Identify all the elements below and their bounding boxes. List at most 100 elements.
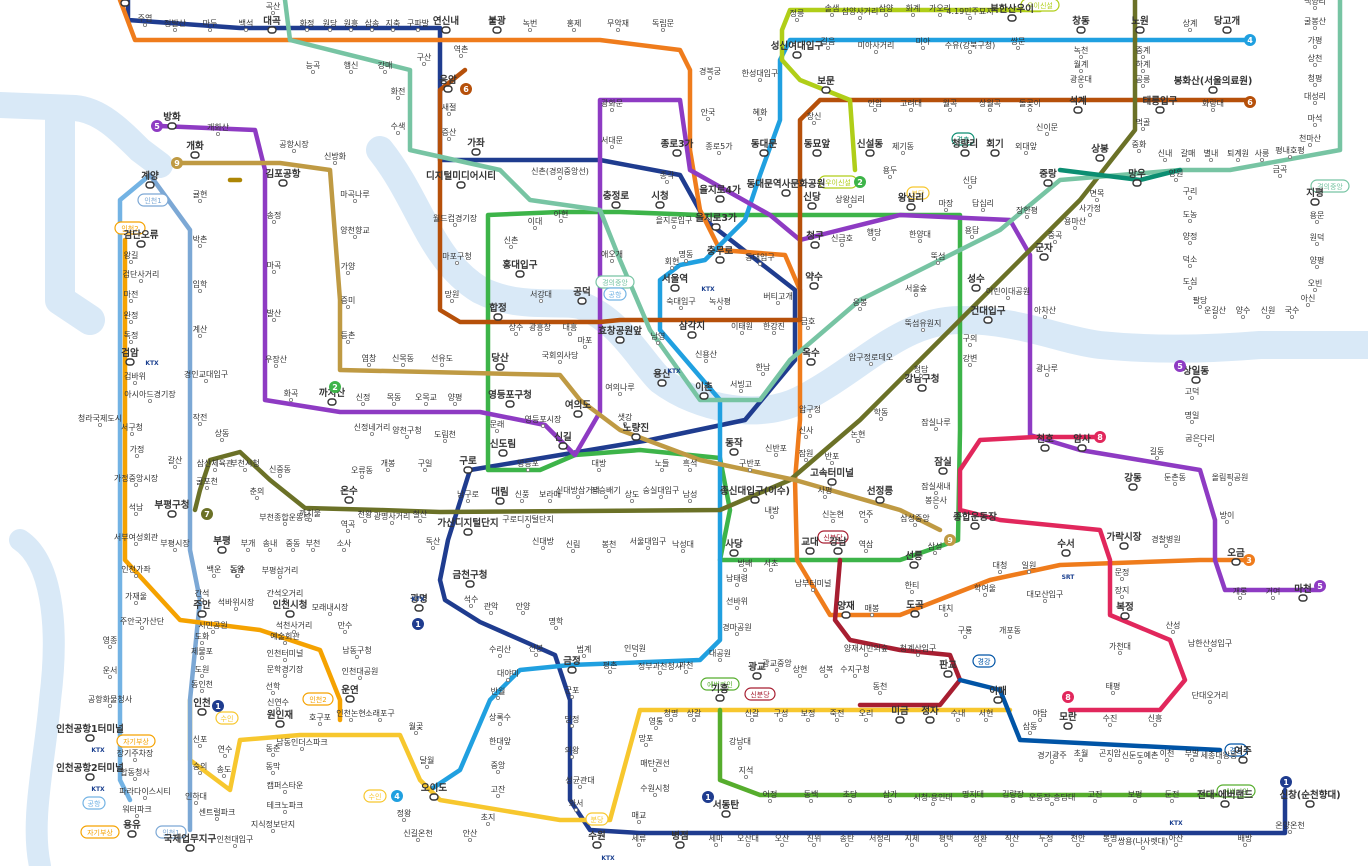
station[interactable]: 가평 (1308, 35, 1323, 50)
station[interactable]: 덕소 (1183, 254, 1198, 268)
station[interactable]: 광명사거리 (374, 511, 411, 526)
station[interactable]: 청명 (664, 708, 679, 723)
station[interactable]: 중동 (286, 539, 301, 553)
station[interactable]: 광운대 (1070, 74, 1092, 89)
station[interactable]: 별내 (1204, 148, 1219, 162)
station[interactable]: 인천가좌 (121, 564, 151, 579)
station[interactable]: 불광 (488, 15, 506, 34)
station[interactable]: 혜화 (753, 108, 768, 122)
station[interactable]: 마곡나루 (340, 190, 370, 203)
station[interactable]: 둔전 (1165, 789, 1180, 804)
station[interactable]: 영등포 (517, 458, 539, 472)
station[interactable]: 원당 (323, 18, 338, 32)
station[interactable]: 남구로 (457, 490, 479, 503)
station[interactable]: 평택 (939, 833, 954, 848)
station[interactable]: 화계 (906, 3, 921, 17)
station[interactable]: 부발 (1185, 748, 1200, 763)
station[interactable]: 구파발 (407, 18, 430, 32)
station[interactable]: 서부여성회관 (114, 532, 159, 547)
station[interactable]: 무악재 (607, 18, 629, 32)
station[interactable]: 신림 (566, 539, 581, 554)
station[interactable]: 대림 (491, 486, 509, 505)
station[interactable]: 곤지암 (1099, 748, 1122, 763)
station[interactable]: 강동 (1124, 472, 1142, 491)
station[interactable]: 신이문 (1036, 122, 1058, 136)
station[interactable]: 간석오거리 (267, 588, 304, 603)
station[interactable]: 당산 (491, 352, 509, 371)
station[interactable]: 경복궁 (699, 66, 721, 81)
station[interactable]: 중랑 (1039, 168, 1057, 187)
station[interactable]: 청라국제도시 (78, 414, 122, 427)
station[interactable]: 발산 (267, 308, 282, 322)
station[interactable]: 광교 (748, 661, 766, 680)
station[interactable]: 대방 (592, 458, 607, 472)
station[interactable]: 수원 (588, 830, 606, 849)
station[interactable]: 사가정 (1079, 203, 1101, 217)
station[interactable]: 지평 (1306, 187, 1324, 206)
station[interactable]: 개화산 (207, 122, 230, 136)
station[interactable]: 인천터미널 (267, 648, 304, 663)
station[interactable]: 홍대입구 (503, 259, 538, 278)
station[interactable]: 수진 (1103, 713, 1118, 728)
station[interactable]: 온양온천 (1275, 820, 1305, 835)
station[interactable]: 초지 (481, 813, 496, 827)
station[interactable]: 인천공항1터미널 (56, 723, 124, 742)
station[interactable]: 야탑 (1033, 708, 1048, 723)
station[interactable]: 양평 (448, 392, 463, 406)
station[interactable]: 도화 (195, 632, 210, 646)
station[interactable]: 당정 (565, 714, 580, 729)
station[interactable]: 흑석 (683, 458, 698, 472)
station[interactable]: 백양리 (1304, 0, 1326, 11)
station[interactable]: 광흥창 (529, 322, 552, 336)
station[interactable]: 우장산 (265, 354, 288, 368)
station[interactable]: 능곡 (306, 61, 321, 75)
station[interactable]: 녹천 (1074, 45, 1089, 60)
station[interactable]: 과천 (679, 660, 694, 675)
station[interactable]: 갈산 (168, 455, 183, 469)
station[interactable]: 서강대 (530, 289, 552, 303)
station[interactable]: 청담 (914, 364, 929, 378)
station[interactable]: 배방 (1238, 833, 1253, 848)
station[interactable]: 애오개 (601, 249, 623, 263)
station[interactable]: 이대 (528, 216, 543, 230)
station[interactable]: 인하대 (185, 791, 207, 806)
station[interactable]: 삼성중앙 (900, 513, 930, 528)
station[interactable]: 달월 (420, 755, 435, 770)
station[interactable]: 인천 (193, 698, 211, 716)
station[interactable]: 문래 (490, 420, 505, 433)
station[interactable]: 연신내 (433, 15, 459, 34)
station[interactable]: 영종 (103, 635, 118, 650)
station[interactable]: 초월 (1074, 748, 1089, 763)
station[interactable]: 북한산우이 (990, 3, 1034, 22)
station[interactable]: 이태원 (731, 321, 753, 335)
station[interactable]: 곡산 (266, 1, 281, 15)
station[interactable]: 용두 (883, 166, 898, 179)
station[interactable]: 남영 (651, 331, 666, 345)
station[interactable]: 을지로4가 (699, 184, 741, 203)
station[interactable]: 상천 (1308, 53, 1323, 68)
station[interactable]: 성신여대입구 (771, 40, 824, 59)
station[interactable]: 시청·용인대 (913, 792, 953, 807)
station[interactable]: 신당 (803, 191, 821, 210)
station[interactable]: 관악 (484, 601, 499, 616)
station[interactable]: 양수 (1236, 306, 1251, 319)
station[interactable]: 운연 (341, 685, 359, 703)
station[interactable]: 양천향교 (340, 225, 370, 239)
station[interactable]: 옥수 (802, 348, 820, 366)
station[interactable]: 망우 (1128, 168, 1146, 187)
station[interactable]: 청계산입구 (900, 643, 937, 658)
station[interactable]: 고덕 (1185, 386, 1200, 400)
station[interactable]: 회기 (986, 138, 1004, 157)
station[interactable]: 태릉입구 (1143, 95, 1178, 114)
station[interactable]: 부천 (306, 538, 321, 553)
station[interactable]: 운길산 (1204, 305, 1227, 319)
station[interactable]: 신창(순천향대) (1279, 789, 1341, 808)
station[interactable]: 압구정 (799, 404, 821, 418)
station[interactable]: 성균관대 (565, 775, 595, 790)
station[interactable]: 부평시장 (160, 538, 190, 553)
station[interactable]: 계산 (193, 324, 208, 338)
station[interactable]: 예술회관 (270, 631, 300, 646)
station[interactable]: 도림천 (434, 429, 456, 443)
station[interactable]: 동대문 (751, 138, 777, 157)
station[interactable]: 부개 (241, 538, 256, 553)
